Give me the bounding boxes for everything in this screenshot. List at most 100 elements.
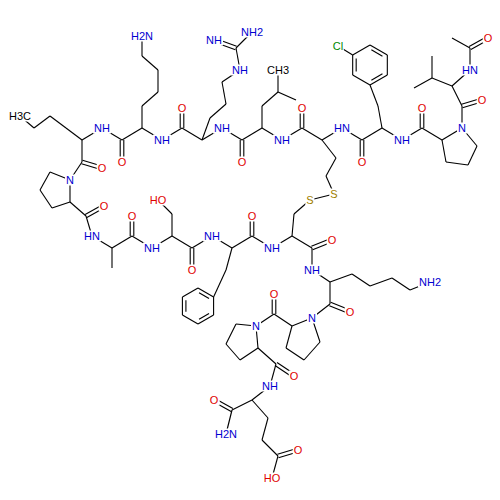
bond-line xyxy=(226,344,240,360)
atom-label: HN xyxy=(461,65,479,76)
bond-line xyxy=(352,274,370,286)
atom-label: O xyxy=(97,163,108,174)
bond-line xyxy=(199,314,209,320)
bond-line xyxy=(40,172,50,190)
bond-line xyxy=(292,236,312,248)
bond-line xyxy=(198,315,214,324)
bond-line xyxy=(356,59,357,72)
bond-line xyxy=(172,236,192,248)
atom-label: NH xyxy=(203,231,221,242)
atom-label: O xyxy=(297,103,308,114)
bond-line xyxy=(213,297,214,315)
atom-label: O xyxy=(177,103,188,114)
bond-line xyxy=(304,342,320,360)
bond-line xyxy=(262,440,278,456)
bond-line xyxy=(252,400,268,418)
atom-label: NH xyxy=(153,135,171,146)
atom-label: O xyxy=(99,201,110,212)
atom-label: O xyxy=(269,289,280,300)
bond-line xyxy=(198,288,214,297)
atom-label: NH xyxy=(143,243,161,254)
atom-label: HN xyxy=(333,123,351,134)
bond-line xyxy=(274,314,292,326)
bond-line xyxy=(222,82,226,104)
atom-label: O xyxy=(289,371,300,382)
bond-line xyxy=(452,86,462,106)
bond-line xyxy=(171,214,172,236)
bond-line xyxy=(70,202,86,216)
bond-line xyxy=(352,55,353,75)
bond-line xyxy=(142,92,158,106)
bond-line xyxy=(353,45,370,55)
atom-label: NH xyxy=(393,135,411,146)
atom-label: O xyxy=(417,103,428,114)
bond-line xyxy=(34,116,50,128)
bond-line xyxy=(214,270,226,297)
bond-line xyxy=(278,92,296,100)
atom-label: O xyxy=(477,95,488,106)
atom-label: HN xyxy=(83,231,101,242)
atom-label: O xyxy=(209,395,220,406)
bond-line xyxy=(330,274,352,282)
atom-label: H2N xyxy=(214,429,238,440)
bond-line xyxy=(322,140,336,158)
bond-line xyxy=(431,56,432,78)
atom-label: NH2 xyxy=(418,277,442,288)
atom-label: N xyxy=(457,123,467,134)
bond-line xyxy=(292,214,294,236)
bond-line xyxy=(232,236,252,248)
atom-label: CH3 xyxy=(266,65,290,76)
atom-label: O xyxy=(357,157,368,168)
bond-line xyxy=(370,85,378,106)
atom-label: NH xyxy=(303,265,321,276)
bond-line xyxy=(370,278,392,286)
atom-label: O xyxy=(117,157,128,168)
atom-label: S xyxy=(329,189,338,200)
bond-line xyxy=(111,248,112,268)
atom-label: NH xyxy=(263,243,281,254)
bond-line xyxy=(392,278,410,290)
bond-line xyxy=(258,348,276,364)
atom-label: NH xyxy=(231,65,249,76)
bond-line xyxy=(432,78,452,86)
atom-label: O xyxy=(327,235,338,246)
bond-line xyxy=(353,75,370,85)
atom-label: O xyxy=(483,33,494,44)
bond-line xyxy=(286,326,292,348)
atom-label: N xyxy=(65,175,75,186)
bond-line xyxy=(422,128,442,140)
bond-line xyxy=(378,106,382,128)
bond-line xyxy=(182,128,202,140)
atom-label: O xyxy=(237,157,248,168)
atom-label: NH2 xyxy=(240,27,264,38)
atom-label: H2N xyxy=(130,31,154,42)
bond-line xyxy=(50,116,66,128)
bond-line xyxy=(302,128,322,140)
bond-line xyxy=(210,104,226,118)
bond-line xyxy=(142,56,158,70)
bond-line xyxy=(262,418,268,440)
bond-line xyxy=(262,92,278,106)
bond-line xyxy=(185,300,186,312)
bond-line xyxy=(261,106,262,128)
atom-label: Cl xyxy=(332,41,344,52)
bond-line xyxy=(232,400,252,410)
atom-label: NH xyxy=(213,123,231,134)
atom-label: HO xyxy=(149,195,168,206)
bond-line xyxy=(81,140,82,162)
bond-line xyxy=(387,55,388,75)
bond-line xyxy=(182,297,183,315)
atom-label: HO xyxy=(263,473,282,484)
bond-line xyxy=(226,324,236,344)
bond-line xyxy=(182,288,198,297)
atom-label: O xyxy=(247,211,258,222)
bond-line xyxy=(226,248,232,270)
bond-line xyxy=(66,128,82,140)
bond-line xyxy=(240,348,258,360)
atom-label: NH xyxy=(205,35,223,46)
bond-line xyxy=(112,236,132,248)
bond-line xyxy=(242,128,262,140)
atom-label: O xyxy=(127,211,138,222)
bond-line xyxy=(326,158,336,176)
